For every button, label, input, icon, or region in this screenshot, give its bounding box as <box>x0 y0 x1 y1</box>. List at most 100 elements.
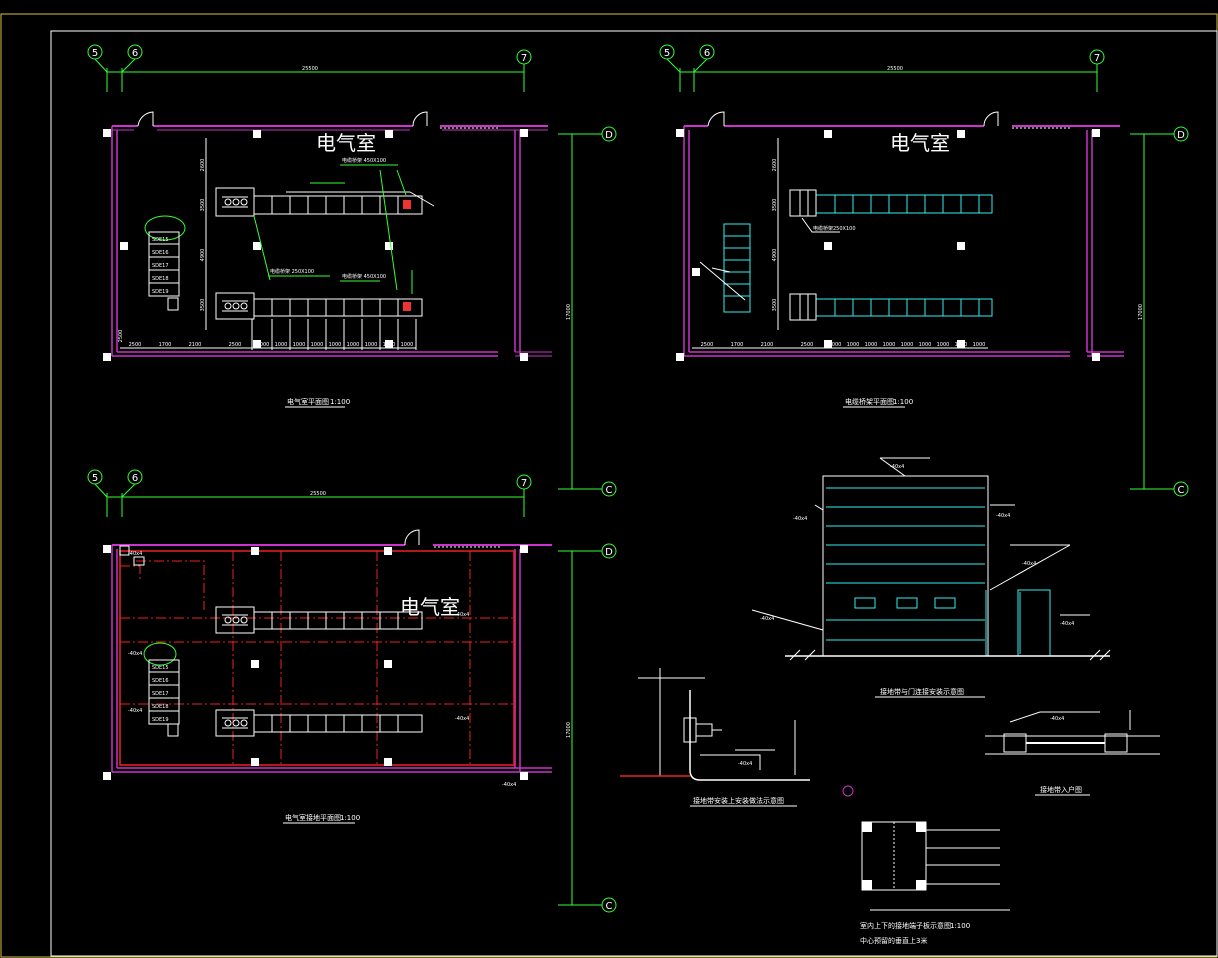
wall-gnd-label: -40x4 <box>128 551 142 557</box>
dim-bottom: 2100 <box>761 342 774 348</box>
dim-bottom: 1000 <box>973 342 986 348</box>
dim-bottom: 1000 <box>275 342 288 348</box>
caption-cross-detail: 接地带入户图 <box>1040 785 1082 794</box>
grid-label-7: 7 <box>521 478 527 489</box>
dim-bottom: 2100 <box>189 342 202 348</box>
caption-door-detail: 接地带与门连接安装示意图 <box>880 687 964 696</box>
caption-plate-note: 中心预留的垂直上3米 <box>860 936 927 945</box>
row-label: SDE18 <box>152 704 169 710</box>
dim-bottom: 1000 <box>329 342 342 348</box>
room-label-plan3: 电气室 <box>400 595 460 619</box>
grid-label-7: 7 <box>521 53 527 64</box>
dim-left: 3500 <box>200 199 206 212</box>
wall-gnd-label: -40x4 <box>738 761 752 767</box>
wall-gnd-label: -40x4 <box>760 616 774 622</box>
dim-right: 17000 <box>566 304 572 320</box>
axis-D-C-1: D C 17000 <box>558 126 617 497</box>
grid-label-D: D <box>605 130 613 141</box>
axis-D-C-2: D C 17000 <box>1130 126 1189 497</box>
dim-bottom: 2500 <box>701 342 714 348</box>
dim-left: 4900 <box>772 249 778 262</box>
wall-gnd-label: -40x4 <box>128 708 142 714</box>
detail-door-grounding: -40x4 -40x4 -40x4 -40x4 -40x4 -40x4 接地带与… <box>751 457 1111 698</box>
row-label: SDE15 <box>152 237 169 243</box>
row-label: SDE16 <box>152 678 169 684</box>
bot-tray-label: 电缆桥架 450X100 <box>342 273 386 280</box>
grid-label-5: 5 <box>92 473 98 484</box>
row-label: SDE17 <box>152 263 169 269</box>
dim-left: 2600 <box>772 159 778 172</box>
wall-gnd-label: -40x4 <box>455 612 469 618</box>
wall-gnd-label: -40x4 <box>128 651 142 657</box>
dim-left: 2500 <box>118 330 124 343</box>
caption-plan3-scale: 1:100 <box>340 814 360 822</box>
dim-bottom: 1000 <box>365 342 378 348</box>
detail-cross: -40x4 接地带入户图 <box>985 710 1160 796</box>
grid-label-5: 5 <box>664 48 670 59</box>
plan-grounding: 5 6 7 25500 电气室 <box>87 469 552 824</box>
dim-bottom: 1000 <box>883 342 896 348</box>
caption-plate-scale: 1:100 <box>950 922 970 930</box>
grid-label-C: C <box>606 901 613 912</box>
sheet-inner-border <box>50 30 1218 957</box>
grid-label-C: C <box>1178 485 1185 496</box>
axis-D-C-3: D C 17000 <box>558 543 617 913</box>
caption-plan2: 电缆桥架平面图 <box>845 397 894 406</box>
plan-cable-tray: 5 6 7 25500 电气室 <box>659 44 1124 408</box>
wall-gnd-label: -40x4 <box>502 782 516 788</box>
dim-left: 3500 <box>772 199 778 212</box>
dim-left: 3500 <box>200 299 206 312</box>
caption-plate-detail: 室内上下的接地端子板示意图 <box>860 921 951 930</box>
mid-tray-label: 电缆桥架 250X100 <box>270 268 314 275</box>
detail-foot-mount: -40x4 接地带安装上安装做法示意图 <box>620 668 810 807</box>
grid-label-C: C <box>606 485 613 496</box>
wall-gnd-label: -40x4 <box>793 516 807 522</box>
dim-bottom: 1000 <box>293 342 306 348</box>
row-label: SDE19 <box>152 289 169 295</box>
dim-bottom: 1000 <box>937 342 950 348</box>
grid-label-D: D <box>605 547 613 558</box>
dim-bottom: 1000 <box>955 342 968 348</box>
dim-right: 17000 <box>566 722 572 738</box>
dim-bottom: 1000 <box>829 342 842 348</box>
dim-top-total: 25500 <box>302 66 318 72</box>
grid-label-D: D <box>1177 130 1185 141</box>
dim-bottom: 1000 <box>865 342 878 348</box>
dim-bottom: 1000 <box>847 342 860 348</box>
caption-plan1: 电气室平面图 <box>287 397 329 406</box>
room-label-plan2: 电气室 <box>890 131 950 155</box>
row-label: SDE18 <box>152 276 169 282</box>
detail-terminal-plate: 室内上下的接地端子板示意图 1:100 中心预留的垂直上3米 <box>842 785 1010 945</box>
dim-bottom: 2500 <box>801 342 814 348</box>
dim-bottom: 1700 <box>159 342 172 348</box>
dim-left: 3500 <box>772 299 778 312</box>
grid-label-6: 6 <box>132 48 138 59</box>
dim-right: 17000 <box>1138 304 1144 320</box>
dim-bottom: 1000 <box>901 342 914 348</box>
plan-electrical-room: 5 6 7 25500 电气室 <box>87 44 552 408</box>
dim-bottom: 1000 <box>311 342 324 348</box>
row-label: SDE16 <box>152 250 169 256</box>
wall-gnd-label: -40x4 <box>996 513 1010 519</box>
dim-left: 2600 <box>200 159 206 172</box>
wall-gnd-label: -40x4 <box>1022 561 1036 567</box>
dim-bottom: 1000 <box>919 342 932 348</box>
grid-label-7: 7 <box>1094 53 1100 64</box>
grid-label-5: 5 <box>92 48 98 59</box>
row-label: SDE17 <box>152 691 169 697</box>
row-label: SDE19 <box>152 717 169 723</box>
dim-bottom: 1000 <box>401 342 414 348</box>
row-label: SDE15 <box>152 665 169 671</box>
dim-bottom: 1000 <box>347 342 360 348</box>
wall-gnd-label: -40x4 <box>455 716 469 722</box>
grid-label-6: 6 <box>132 473 138 484</box>
caption-plan2-scale: 1:100 <box>893 398 913 406</box>
caption-plan1-scale: 1:100 <box>330 398 350 406</box>
grid-label-6: 6 <box>704 48 710 59</box>
dim-bottom: 2500 <box>229 342 242 348</box>
wall-gnd-label: -40x4 <box>890 464 904 470</box>
dim-bottom: 2500 <box>129 342 142 348</box>
dim-top-total: 25500 <box>887 66 903 72</box>
dim-bottom: 1000 <box>383 342 396 348</box>
